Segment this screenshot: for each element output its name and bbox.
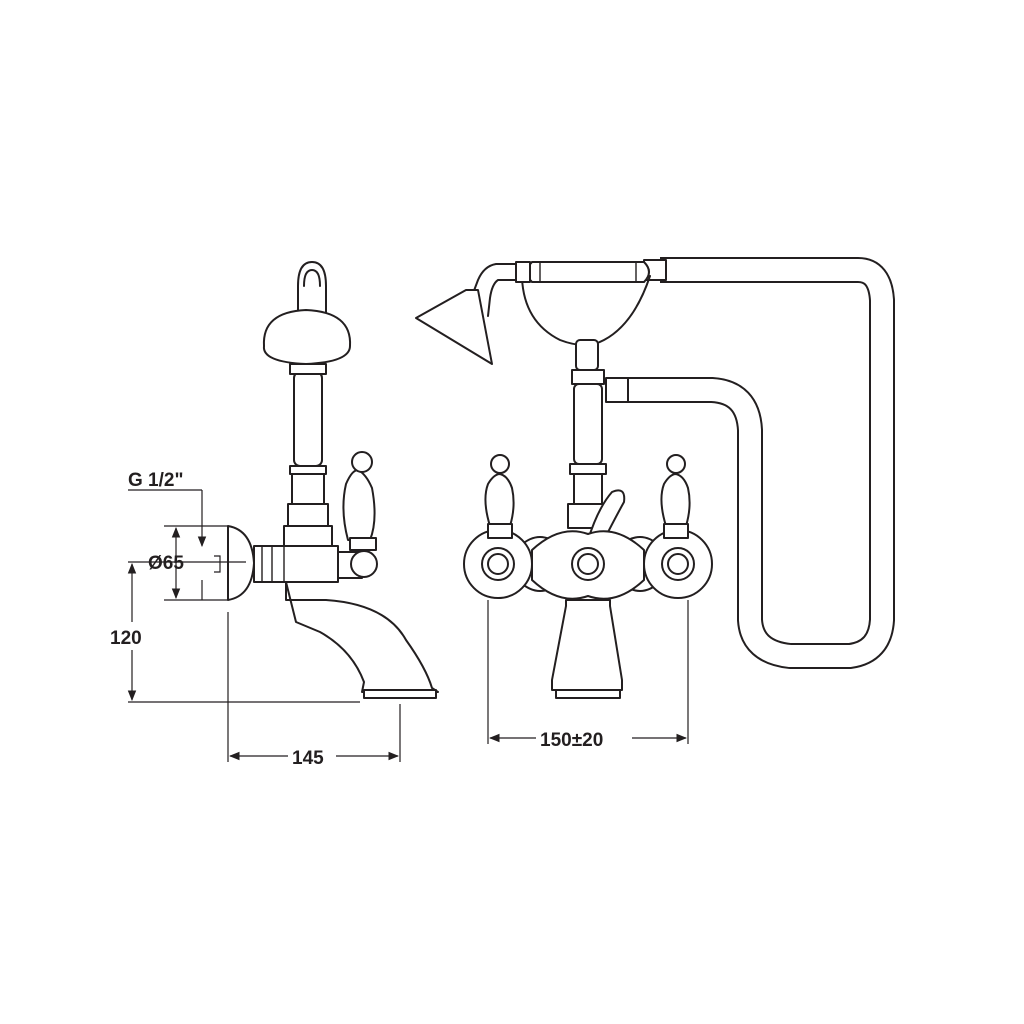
diameter-label: Ø65 [148, 553, 184, 574]
side-body [253, 545, 339, 583]
side-escutcheon [227, 525, 255, 601]
diverter-lever [587, 489, 626, 545]
handshower-head [415, 289, 493, 365]
centres-label: 150±20 [540, 730, 603, 751]
cold-lever-handle [660, 473, 691, 527]
thread-label: G 1/2" [128, 470, 183, 491]
front-spout [551, 599, 623, 691]
side-lever-handle [342, 469, 376, 541]
cradle-loop [521, 275, 651, 346]
height-label: 120 [110, 628, 142, 649]
front-pillar [573, 383, 603, 465]
side-pillar [293, 371, 323, 467]
reach-label: 145 [292, 748, 324, 769]
side-view [227, 261, 439, 699]
hot-lever-handle [484, 473, 515, 527]
front-view [415, 257, 895, 699]
side-handshower-head [262, 309, 352, 365]
handshower-grip [526, 261, 650, 283]
side-spout [285, 581, 439, 693]
